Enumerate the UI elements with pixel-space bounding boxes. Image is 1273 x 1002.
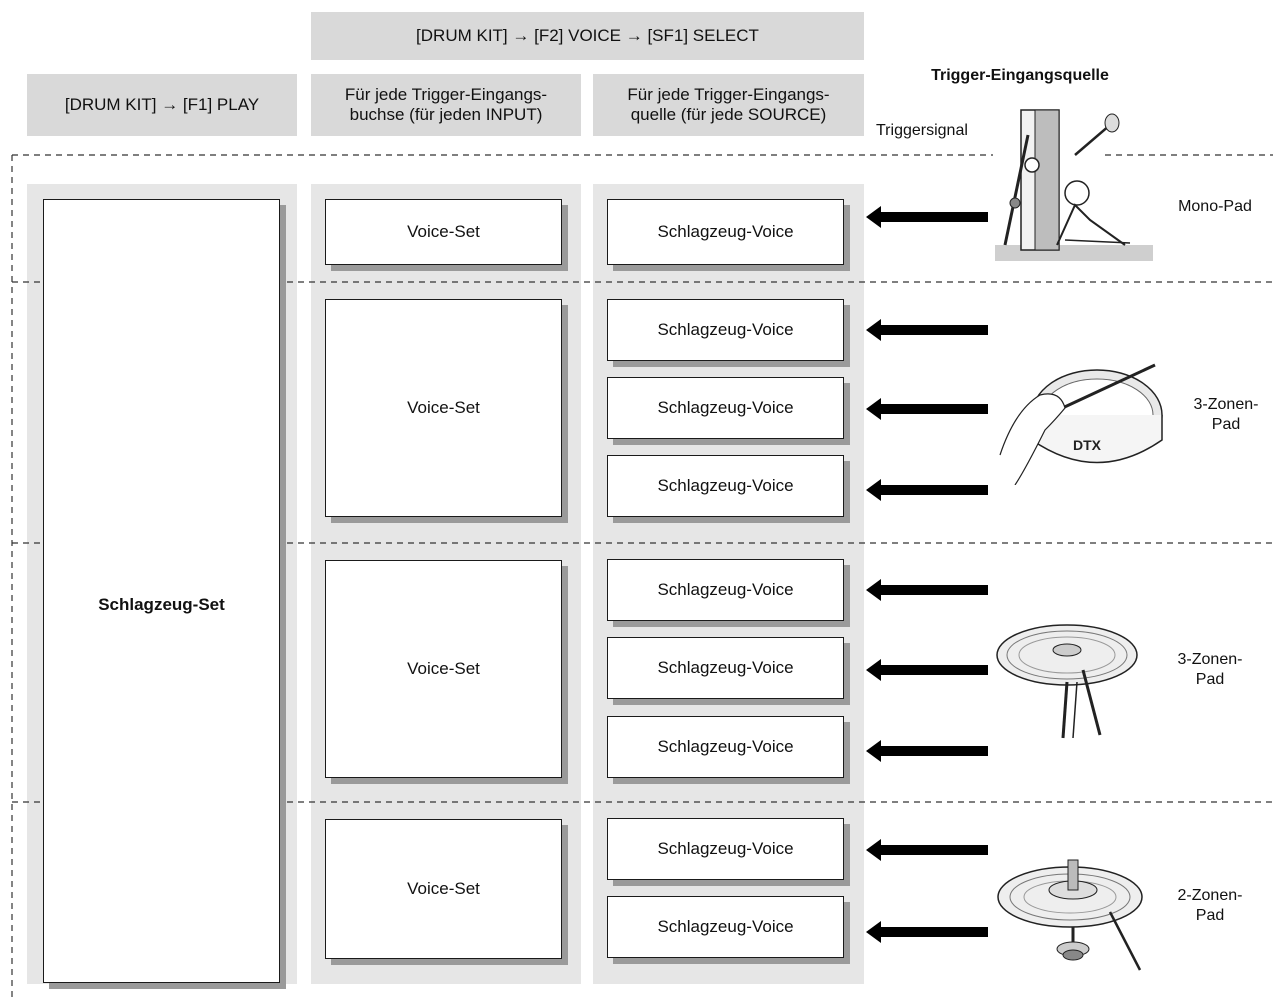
kick-pad-icon (995, 109, 1153, 261)
cymbal-pad-icon (996, 624, 1138, 739)
arrow-left-icon (866, 319, 988, 341)
play-path-text: [DRUM KIT] → [F1] PLAY (64, 95, 260, 114)
voice-select-path-text: [DRUM KIT] → [F2] VOICE → [SF1] SELECT (416, 26, 759, 45)
per-input-text: Für jede Trigger-Eingangs- buchse (für j… (344, 85, 548, 124)
drum-voice-box: Schlagzeug-Voice (607, 455, 844, 517)
arrow-left-icon (866, 479, 988, 501)
drum-voice-label: Schlagzeug-Voice (657, 917, 794, 936)
voice-set-label: Voice-Set (407, 879, 480, 898)
three-zone-pad-label: 3-Zonen- Pad (1193, 396, 1259, 433)
play-path-header: [DRUM KIT] → [F1] PLAY (27, 74, 297, 136)
drum-kit-box: Schlagzeug-Set (43, 199, 280, 983)
per-source-header: Für jede Trigger-Eingangs- quelle (für j… (593, 74, 864, 136)
snare-pad-icon: DTX (999, 363, 1163, 485)
drum-voice-label: Schlagzeug-Voice (657, 476, 794, 495)
drum-voice-label: Schlagzeug-Voice (657, 658, 794, 677)
drum-kit-label: Schlagzeug-Set (98, 595, 225, 614)
voice-set-box: Voice-Set (325, 560, 562, 778)
mono-pad-label: Mono-Pad (1178, 198, 1252, 215)
drum-voice-label: Schlagzeug-Voice (657, 580, 794, 599)
voice-select-path-header: [DRUM KIT] → [F2] VOICE → [SF1] SELECT (311, 12, 864, 60)
voice-set-label: Voice-Set (407, 659, 480, 678)
per-source-text: Für jede Trigger-Eingangs- quelle (für j… (627, 85, 830, 124)
drum-voice-label: Schlagzeug-Voice (657, 737, 794, 756)
arrow-left-icon (866, 740, 988, 762)
drum-voice-label: Schlagzeug-Voice (657, 222, 794, 241)
voice-set-box: Voice-Set (325, 199, 562, 265)
drum-voice-box: Schlagzeug-Voice (607, 199, 844, 265)
hihat-pad-icon (997, 859, 1143, 971)
drum-voice-box: Schlagzeug-Voice (607, 637, 844, 699)
arrow-left-icon (866, 579, 988, 601)
drum-voice-label: Schlagzeug-Voice (657, 320, 794, 339)
arrow-left-icon (866, 398, 988, 420)
arrow-left-icon (866, 659, 988, 681)
drum-voice-box: Schlagzeug-Voice (607, 299, 844, 361)
arrow-left-icon (866, 839, 988, 861)
pad-logo: DTX (1073, 437, 1102, 453)
voice-set-box: Voice-Set (325, 299, 562, 517)
drum-voice-box: Schlagzeug-Voice (607, 716, 844, 778)
voice-set-label: Voice-Set (407, 398, 480, 417)
three-zone-pad-label: 3-Zonen- Pad (1177, 651, 1243, 688)
arrow-left-icon (866, 206, 988, 228)
per-input-header: Für jede Trigger-Eingangs- buchse (für j… (311, 74, 581, 136)
voice-set-box: Voice-Set (325, 819, 562, 959)
trigger-source-title: Trigger-Eingangsquelle (931, 67, 1109, 84)
drum-voice-box: Schlagzeug-Voice (607, 896, 844, 958)
voice-set-label: Voice-Set (407, 222, 480, 241)
two-zone-pad-label: 2-Zonen- Pad (1177, 887, 1243, 924)
drum-voice-box: Schlagzeug-Voice (607, 377, 844, 439)
trigger-signal-label: Triggersignal (876, 122, 968, 139)
drum-voice-label: Schlagzeug-Voice (657, 398, 794, 417)
drum-voice-label: Schlagzeug-Voice (657, 839, 794, 858)
arrow-left-icon (866, 921, 988, 943)
drum-voice-box: Schlagzeug-Voice (607, 559, 844, 621)
drum-voice-box: Schlagzeug-Voice (607, 818, 844, 880)
